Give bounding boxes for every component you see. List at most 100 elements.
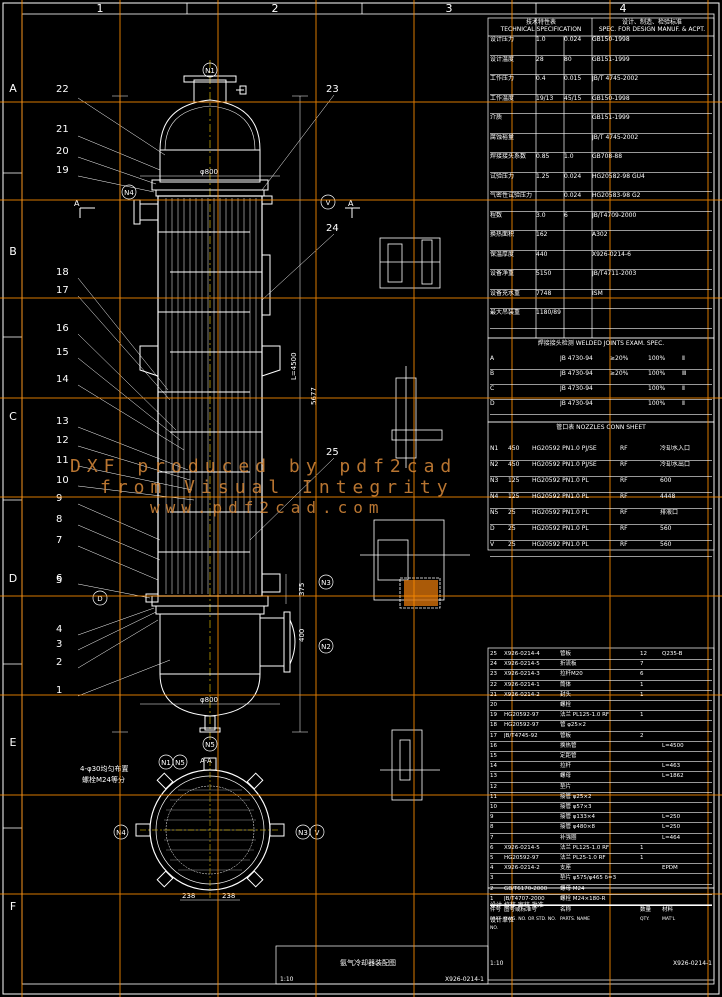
weld-exam-row-cell: ≥20% [610, 355, 629, 362]
tube-bundle [165, 198, 257, 594]
title-block-note: 设计 校核 审核 批准 [490, 902, 544, 909]
parts-row-cell: JB/T4707-2000 [504, 895, 545, 902]
parts-row-cell [640, 783, 662, 792]
weld-exam-row-cell: C [490, 385, 495, 392]
parts-row-cell: 5 [490, 855, 494, 862]
tech-spec-row-cell: 19/13 [536, 94, 554, 102]
parts-row-cell: 定距管 [560, 753, 577, 760]
tech-spec-row-cell: 0.024 [564, 36, 582, 43]
parts-row: 12 垫片 [490, 783, 712, 793]
spec-title-en: SPEC. FOR DESIGN MANUF. & ACPT. [598, 26, 706, 33]
weld-exam-row-cell: JB 4730-94 [560, 355, 593, 362]
part-25: 25 [326, 447, 339, 458]
part-5: 5 [56, 575, 62, 586]
nozzle-row-cell: 25 [508, 541, 516, 548]
tech-spec-row-cell: JB/T4711-2003 [592, 270, 637, 277]
parts-row-cell: 12 [640, 651, 647, 657]
parts-row-cell [504, 762, 560, 771]
parts-header-no: 件号 [490, 907, 502, 914]
tech-spec-row-cell: HG20582-98 GU4 [592, 172, 645, 180]
parts-row-cell [662, 874, 712, 883]
lug-support-left [139, 345, 159, 377]
title-strip-drawing-no: X926-0214-1 [445, 976, 484, 983]
nozzle-row-cell: RF [620, 509, 628, 516]
dimension-text: 5677 L=4500 φ800 φ800 375 400 [200, 168, 318, 704]
nozzle-row-cell: RF [620, 541, 628, 548]
tech-spec-row-cell [564, 114, 592, 133]
parts-header-qty: 数量 [640, 907, 652, 914]
parts-row-cell: L=250 [662, 824, 681, 831]
parts-row-cell: 24 [490, 661, 497, 668]
tech-spec-row-cell: 162 [536, 231, 548, 238]
weld-exam-row-cell: JB 4730-94 [560, 400, 593, 407]
parts-row-cell: 支座 [560, 865, 572, 872]
parts-row-cell: GB/T6170-2000 [504, 885, 548, 892]
parts-row-cell [662, 885, 712, 894]
parts-row-cell: 16 [490, 742, 497, 749]
parts-row-cell [662, 783, 712, 792]
n1-label: N1 [205, 67, 215, 75]
part-14: 14 [56, 374, 69, 385]
dim-238-left: 238 [182, 892, 195, 900]
tech-spec-row-cell [564, 290, 592, 309]
parts-row-cell: 垫片 [560, 783, 572, 790]
row-f: F [10, 900, 16, 913]
tech-spec-row-cell: 试验压力 [490, 172, 515, 180]
parts-header-en-name: PARTS. NAME [560, 917, 590, 923]
parts-row-cell: 1 [640, 691, 644, 698]
parts-row-cell: L=1862 [662, 773, 684, 780]
parts-row-cell: 7 [640, 661, 644, 668]
tech-spec-row-cell: 设备充水重 [490, 289, 521, 297]
parts-row-cell [640, 874, 662, 883]
tech-spec-row-cell: 28 [536, 55, 544, 63]
v-label: V [326, 199, 331, 207]
parts-row-cell: 法兰 PL25-1.0 RF [560, 855, 606, 862]
tech-spec-row-cell: 0.4 [536, 75, 546, 82]
parts-row-cell [504, 752, 560, 761]
parts-header-name: 名称 [560, 907, 572, 914]
part-18: 18 [56, 267, 69, 278]
parts-row-cell [662, 793, 712, 802]
parts-row-cell: L=463 [662, 763, 681, 770]
tech-spec-row-cell: 设备净重 [490, 270, 515, 277]
weld-exam-row-cell: 100% [648, 400, 666, 407]
tech-spec-row-cell: JB/T4709-2000 [592, 211, 637, 219]
parts-row-cell [662, 752, 712, 761]
parts-row-cell: X926-0214-4 [504, 651, 540, 657]
n4-nozzle [139, 203, 159, 221]
dim-width-bottom: φ800 [200, 696, 218, 704]
section-cut-marks [79, 207, 360, 218]
weld-exam-row-cell: 100% [648, 355, 666, 362]
parts-row-cell [662, 803, 712, 812]
n3-nozzle [261, 573, 281, 593]
parts-row-cell: 1 [640, 712, 644, 719]
parts-row-cell: 拉杆M20 [560, 671, 583, 678]
parts-row-cell [662, 854, 712, 863]
parts-row-cell: 管板 [560, 651, 572, 657]
tech-spec-row-cell: 5150 [536, 270, 552, 277]
leaders [77, 94, 335, 697]
aa-n5: N5 [175, 759, 185, 767]
parts-row-cell: HG20592-97 [504, 712, 539, 719]
col-3: 3 [446, 2, 453, 15]
parts-row-cell: 12 [490, 783, 497, 790]
tech-spec-row-cell: 7748 [536, 289, 552, 297]
tech-spec-row-cell: 0.85 [536, 153, 550, 160]
title-strip-scale: 1:10 [280, 976, 294, 983]
parts-row-cell [504, 834, 560, 843]
tech-spec-table: 技术特性表 TECHNICAL SPECIFICATION 设计、制造、检验标准… [490, 19, 712, 329]
